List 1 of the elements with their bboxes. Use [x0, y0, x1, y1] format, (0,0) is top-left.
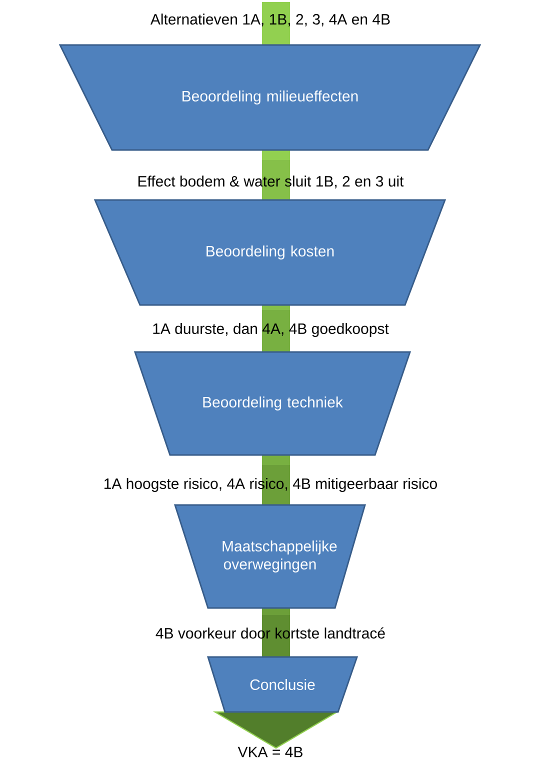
stage-result-label: VKA = 4B	[238, 746, 302, 758]
